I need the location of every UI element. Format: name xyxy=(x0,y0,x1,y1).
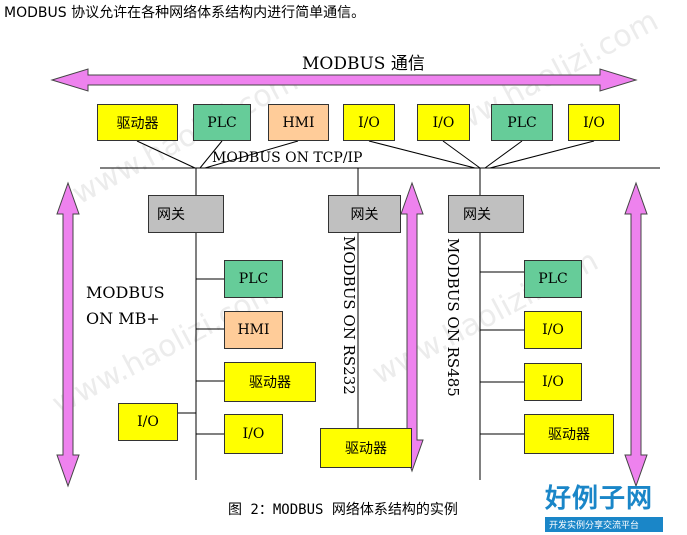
intro-text: MODBUS 协议允许在各种网络体系结构内进行简单通信。 xyxy=(4,5,366,21)
rs485-device-io: I/O xyxy=(524,311,582,349)
top-device-io: I/O xyxy=(568,104,620,141)
middle-vertical-arrow xyxy=(400,181,424,473)
top-device-hmi: HMI xyxy=(268,104,329,141)
logo-sub-text: 开发实例分享交流平台 xyxy=(545,517,663,532)
top-device-io: I/O xyxy=(343,104,395,141)
left-vertical-arrow xyxy=(56,181,80,488)
right-vertical-arrow xyxy=(624,181,648,488)
mb-plus-device-drive: 驱动器 xyxy=(224,362,316,402)
logo-main-text: 好例子网 xyxy=(545,484,654,514)
rs232-device-drive: 驱动器 xyxy=(320,428,412,468)
rs485-device-drive: 驱动器 xyxy=(524,414,614,454)
modbus-comm-title: MODBUS 通信 xyxy=(302,54,425,74)
mb-plus-device-hmi: HMI xyxy=(224,311,283,349)
rs485-device-plc: PLC xyxy=(524,260,582,298)
gateway-middle: 网关 xyxy=(328,195,401,233)
gateway-right: 网关 xyxy=(448,195,524,233)
top-double-arrow xyxy=(50,68,638,92)
top-device-plc: PLC xyxy=(491,104,553,141)
mb-plus-label-line2: ON MB+ xyxy=(86,309,160,328)
figure-caption: 图 2：MODBUS 网络体系结构的实例 xyxy=(228,502,458,518)
rs485-device-io: I/O xyxy=(524,363,582,401)
top-device-io: I/O xyxy=(417,104,470,141)
rs232-label: MODBUS ON RS232 xyxy=(340,236,358,395)
mb-plus-side-device-io: I/O xyxy=(118,403,178,441)
mb-plus-device-io: I/O xyxy=(224,414,283,454)
mb-plus-label-line1: MODBUS xyxy=(86,283,165,302)
top-device-drive: 驱动器 xyxy=(97,104,178,141)
rs485-label: MODBUS ON RS485 xyxy=(444,238,462,397)
site-logo: 好例子网 开发实例分享交流平台 xyxy=(545,478,663,532)
tcp-ip-label: MODBUS ON TCP/IP xyxy=(212,150,363,166)
top-device-plc: PLC xyxy=(193,104,251,141)
gateway-left: 网关 xyxy=(148,195,224,233)
mb-plus-device-plc: PLC xyxy=(224,260,283,298)
